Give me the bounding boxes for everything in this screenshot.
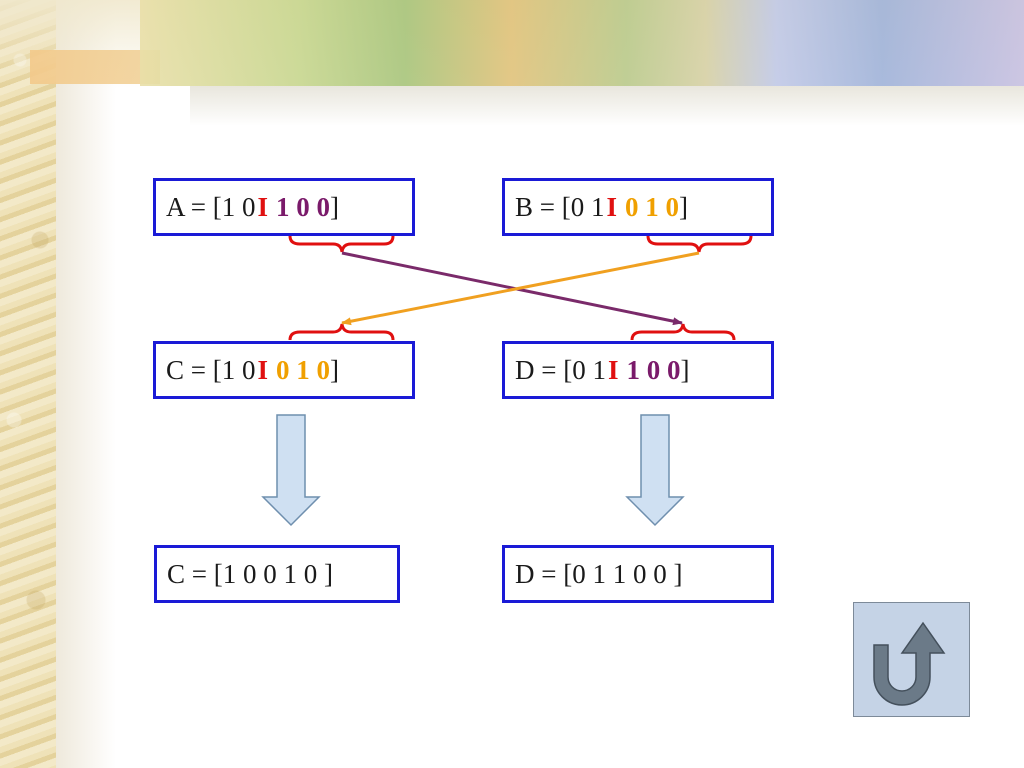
box-d-prefix: D = [0 1 <box>515 354 606 385</box>
box-b-separator: I <box>606 191 617 222</box>
box-b-prefix: B = [0 1 <box>515 191 605 222</box>
return-button[interactable] <box>853 602 970 717</box>
box-c: C = [1 0 I 0 1 0 ] <box>153 341 415 399</box>
arrow-a-to-d <box>341 251 683 326</box>
down-arrow-d <box>625 414 685 527</box>
box-d-result: D = [0 1 1 0 0 ] <box>502 545 774 603</box>
box-b: B = [0 1 I 0 1 0 ] <box>502 178 774 236</box>
box-a-suffix: ] <box>330 191 339 222</box>
brace-over-c <box>288 323 395 341</box>
down-arrow-c <box>261 414 321 527</box>
box-d-result-text: D = [0 1 1 0 0 ] <box>515 558 683 589</box>
box-d: D = [0 1 I 1 0 0 ] <box>502 341 774 399</box>
brace-over-d <box>630 323 736 341</box>
box-c-separator: I <box>257 354 268 385</box>
box-b-suffix: ] <box>679 191 688 222</box>
box-c-prefix: C = [1 0 <box>166 354 256 385</box>
box-d-received-bits: 1 0 0 <box>626 354 681 385</box>
background-texture-strip <box>0 0 56 768</box>
arrow-b-to-c <box>341 251 700 326</box>
box-d-separator: I <box>607 354 619 385</box>
brace-under-b <box>646 235 753 253</box>
box-a-swapped-bits: 1 0 0 <box>276 191 330 222</box>
header-decoration-collage <box>140 0 1024 86</box>
box-d-suffix: ] <box>680 354 690 385</box>
box-a-separator: I <box>257 191 268 222</box>
brace-under-a <box>288 235 395 253</box>
box-c-result-text: C = [1 0 0 1 0 ] <box>167 558 333 589</box>
box-a-prefix: A = [1 0 <box>166 191 256 222</box>
header-shadow <box>190 86 1024 126</box>
box-c-suffix: ] <box>330 354 339 385</box>
box-c-received-bits: 0 1 0 <box>276 354 330 385</box>
box-a: A = [1 0 I 1 0 0 ] <box>153 178 415 236</box>
background-fade <box>56 0 116 768</box>
box-c-result: C = [1 0 0 1 0 ] <box>154 545 400 603</box>
u-turn-arrow-icon <box>873 621 946 706</box>
header-decoration-left <box>30 50 160 84</box>
box-b-swapped-bits: 0 1 0 <box>625 191 679 222</box>
